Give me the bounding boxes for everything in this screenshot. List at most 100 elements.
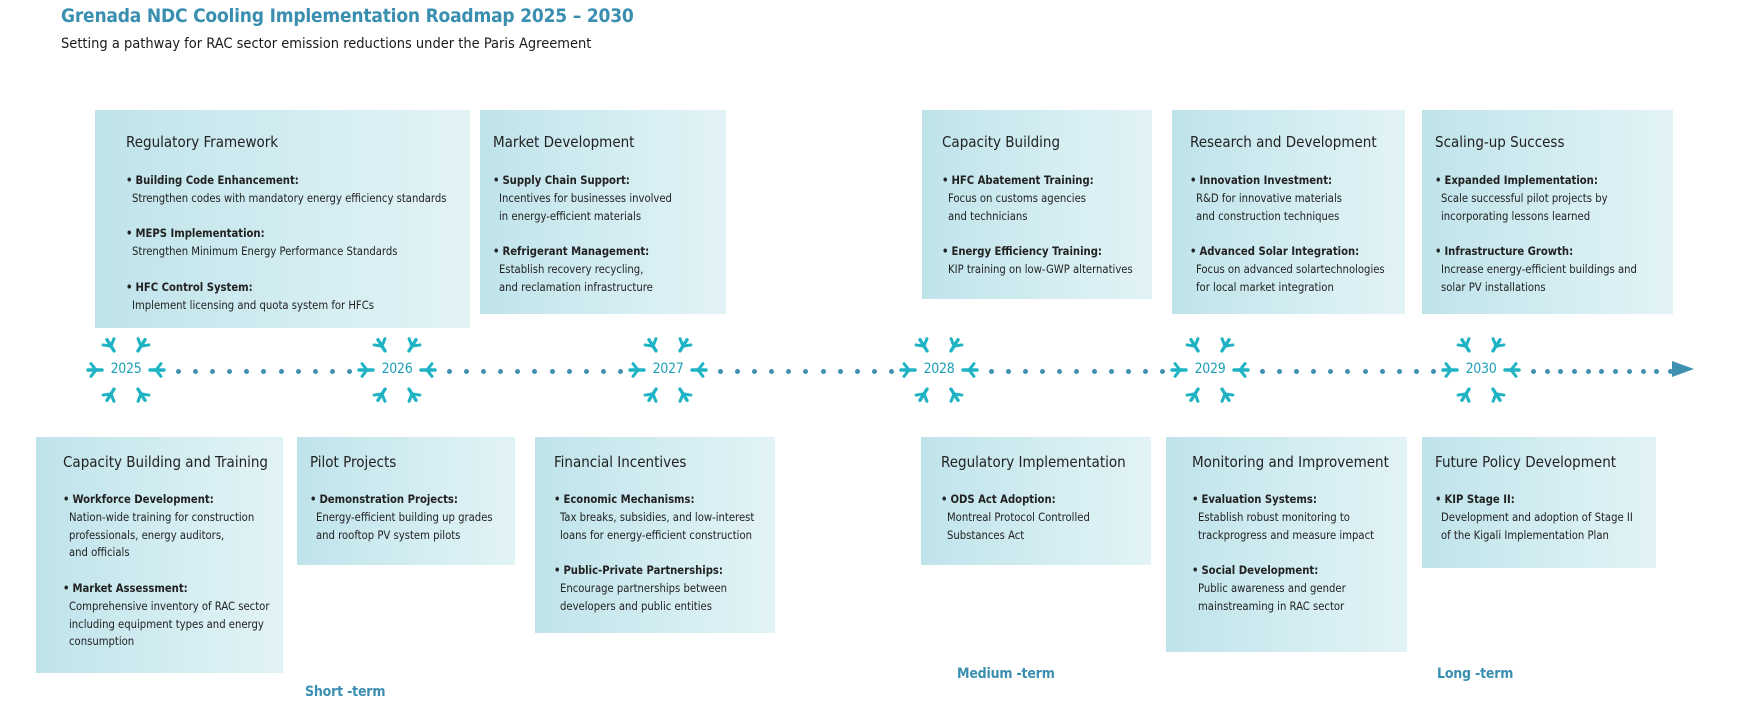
arrow-right-icon: [1672, 361, 1694, 377]
timeline-dot: [1430, 369, 1436, 374]
card-body: Economic Mechanisms: Tax breaks, subsidi…: [554, 491, 754, 616]
card-financial-incentives: Financial Incentives Economic Mechanisms…: [535, 437, 775, 633]
item-heading: Refrigerant Management:: [493, 243, 672, 261]
timeline-dot: [1362, 369, 1368, 374]
list-item: Evaluation Systems: Establish robust mon…: [1192, 491, 1374, 544]
item-heading: HFC Abatement Training:: [942, 172, 1133, 190]
timeline-dot: [583, 369, 589, 374]
timeline-dot: [1585, 369, 1591, 374]
card-body: Innovation Investment: R&D for innovativ…: [1190, 172, 1385, 297]
list-item: Workforce Development: Nation-wide train…: [63, 491, 269, 562]
card-market-development: Market Development Supply Chain Support:…: [480, 110, 726, 314]
timeline-dot: [176, 369, 181, 374]
card-title: Market Development: [493, 133, 635, 151]
timeline-dot: [464, 369, 470, 374]
term-label-medium: Medium -term: [957, 666, 1055, 682]
card-title: Pilot Projects: [310, 453, 397, 471]
timeline-dot: [261, 369, 267, 374]
item-text: Incentives for businesses involved in en…: [499, 191, 672, 223]
card-body: Expanded Implementation: Scale successfu…: [1435, 172, 1637, 297]
item-text: Comprehensive inventory of RAC sector in…: [69, 599, 270, 649]
timeline-dot: [244, 369, 250, 374]
timeline-dot: [718, 369, 723, 374]
timeline-dot: [1544, 369, 1550, 374]
list-item: Expanded Implementation: Scale successfu…: [1435, 172, 1637, 225]
item-text: Scale successful pilot projects by incor…: [1441, 191, 1608, 223]
card-title: Research and Development: [1190, 133, 1377, 151]
timeline-dot: [1294, 369, 1300, 374]
timeline-dot: [1074, 369, 1080, 374]
timeline-dot: [447, 369, 452, 374]
card-capacity-building-training: Capacity Building and Training Workforce…: [36, 437, 283, 673]
item-text: Strengthen codes with mandatory energy e…: [132, 191, 447, 205]
timeline-dot: [1006, 369, 1012, 374]
list-item: Refrigerant Management: Establish recove…: [493, 243, 672, 296]
timeline-dot: [193, 369, 199, 374]
card-body: KIP Stage II: Development and adoption o…: [1435, 491, 1633, 544]
list-item: HFC Control System: Implement licensing …: [126, 279, 446, 315]
card-body: Demonstration Projects: Energy-efficient…: [310, 491, 493, 544]
timeline-dot: [566, 369, 572, 374]
list-item: MEPS Implementation: Strengthen Minimum …: [126, 225, 446, 261]
item-text: Implement licensing and quota system for…: [132, 298, 375, 312]
page-title: Grenada NDC Cooling Implementation Roadm…: [61, 5, 634, 27]
timeline-dot: [346, 369, 352, 374]
timeline: 2025 2026 2027 2028 2029 2030: [0, 330, 1742, 410]
item-text: Establish robust monitoring to trackprog…: [1198, 510, 1375, 542]
card-regulatory-implementation: Regulatory Implementation ODS Act Adopti…: [921, 437, 1151, 565]
timeline-dot: [1667, 369, 1673, 374]
card-body: Supply Chain Support: Incentives for bus…: [493, 172, 672, 297]
card-research-development: Research and Development Innovation Inve…: [1172, 110, 1405, 314]
item-heading: Workforce Development:: [63, 491, 269, 509]
timeline-dot: [1654, 369, 1660, 374]
item-text: Montreal Protocol Controlled Substances …: [947, 510, 1090, 542]
item-text: Public awareness and gender mainstreamin…: [1198, 581, 1346, 613]
timeline-dot: [227, 369, 233, 374]
snowflake-icon: [1441, 337, 1521, 403]
timeline-dot: [295, 369, 301, 374]
timeline-dot: [1599, 369, 1605, 374]
list-item: Public-Private Partnerships: Encourage p…: [554, 562, 754, 615]
timeline-dot: [515, 369, 521, 374]
item-text: Encourage partnerships between developer…: [560, 581, 728, 613]
timeline-dot: [1531, 369, 1536, 374]
timeline-dot: [1558, 369, 1564, 374]
list-item: Social Development: Public awareness and…: [1192, 562, 1374, 615]
item-text: KIP training on low-GWP alternatives: [948, 262, 1133, 276]
timeline-dot: [1379, 369, 1385, 374]
item-heading: Demonstration Projects:: [310, 491, 493, 509]
timeline-dot: [888, 369, 894, 374]
timeline-dot: [769, 369, 775, 374]
card-title: Monitoring and Improvement: [1192, 453, 1389, 471]
timeline-dot: [1640, 369, 1646, 374]
list-item: Demonstration Projects: Energy-efficient…: [310, 491, 493, 544]
card-regulatory-framework: Regulatory Framework Building Code Enhan…: [95, 110, 470, 328]
item-text: R&D for innovative materials and constru…: [1196, 191, 1342, 223]
timeline-node-2026: 2026: [355, 332, 439, 408]
timeline-dot: [1311, 369, 1317, 374]
card-body: HFC Abatement Training: Focus on customs…: [942, 172, 1133, 279]
timeline-dot: [1626, 369, 1632, 374]
card-body: Workforce Development: Nation-wide train…: [63, 491, 269, 651]
timeline-node-2030: 2030: [1439, 332, 1523, 408]
timeline-dot: [498, 369, 504, 374]
snowflake-icon: [357, 337, 437, 403]
timeline-dot: [532, 369, 538, 374]
list-item: ODS Act Adoption: Montreal Protocol Cont…: [941, 491, 1090, 544]
timeline-dotted-line: [0, 369, 1742, 374]
card-title: Capacity Building and Training: [63, 453, 269, 471]
item-heading: Advanced Solar Integration:: [1190, 243, 1385, 261]
timeline-dot: [820, 369, 826, 374]
item-heading: Economic Mechanisms:: [554, 491, 754, 509]
list-item: Building Code Enhancement: Strengthen co…: [126, 172, 446, 208]
card-monitoring-improvement: Monitoring and Improvement Evaluation Sy…: [1166, 437, 1407, 652]
timeline-dot: [1396, 369, 1402, 374]
card-pilot-projects: Pilot Projects Demonstration Projects: E…: [297, 437, 515, 565]
snowflake-icon: [899, 337, 979, 403]
year-label: 2025: [110, 361, 142, 377]
timeline-node-2025: 2025: [84, 332, 168, 408]
card-title: Financial Incentives: [554, 453, 687, 471]
page-subtitle: Setting a pathway for RAC sector emissio…: [61, 36, 592, 52]
list-item: Innovation Investment: R&D for innovativ…: [1190, 172, 1385, 225]
list-item: Energy Efficiency Training: KIP training…: [942, 243, 1133, 279]
